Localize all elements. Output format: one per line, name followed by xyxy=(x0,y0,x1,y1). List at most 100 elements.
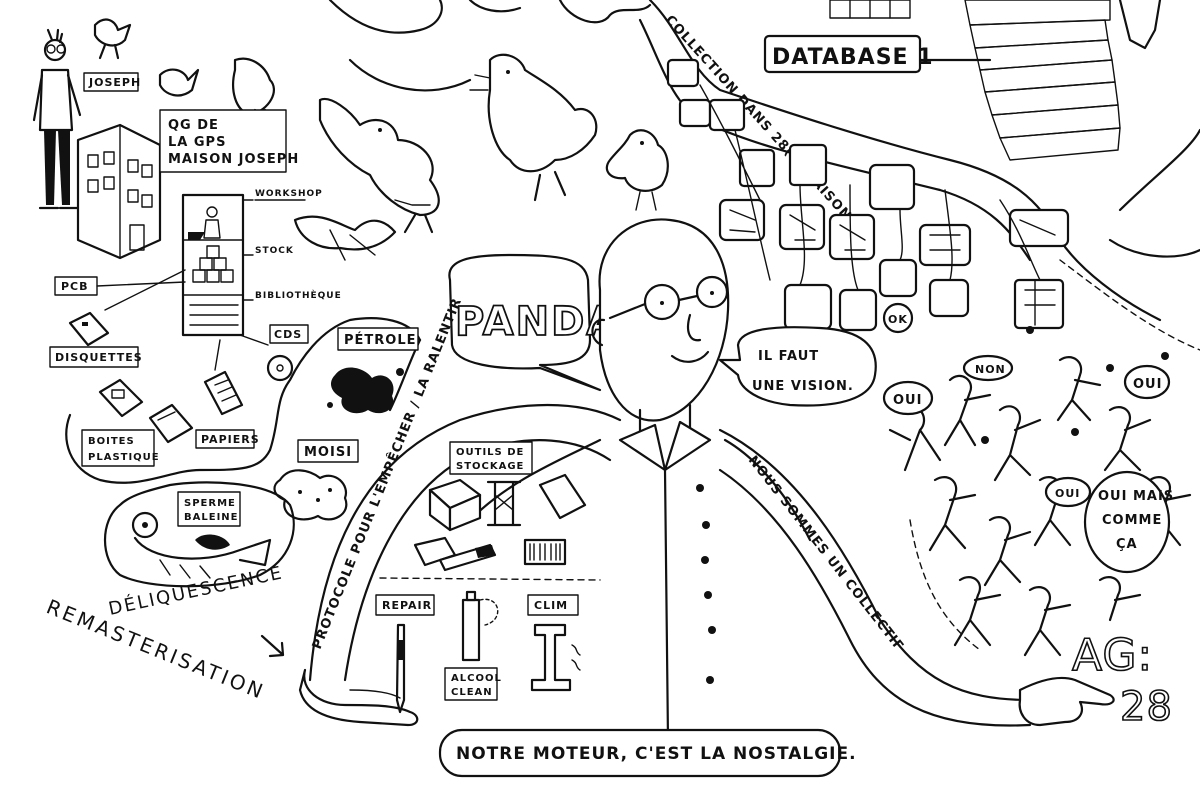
bird-on-head xyxy=(605,129,669,211)
qg-line-1: QG DE xyxy=(168,118,219,133)
clim-unit xyxy=(530,623,581,692)
remasterisation-text: REMASTERISATION xyxy=(43,594,269,704)
boites-item xyxy=(148,403,194,444)
bubble-non: NON xyxy=(962,354,1014,382)
ok-text: OK xyxy=(888,313,908,326)
papiers-label: PAPIERS xyxy=(195,429,260,449)
right-arm-band-inner xyxy=(718,468,1032,727)
fish-creature xyxy=(131,511,272,579)
cds-text: CDS xyxy=(274,328,302,341)
papiers-item xyxy=(203,339,244,416)
building-qg xyxy=(76,123,162,260)
panda-text: PANDA xyxy=(455,299,619,345)
materials-cloud xyxy=(65,317,422,484)
boites-line-2: PLASTIQUE xyxy=(88,452,160,463)
top-edge-scribbles xyxy=(328,0,911,92)
pipette-icon xyxy=(395,623,406,714)
joseph-text: JOSEPH xyxy=(88,76,141,89)
ouimais-line-2: COMME xyxy=(1102,513,1162,528)
warehouse-tower xyxy=(181,193,245,337)
petrole-blob xyxy=(327,367,404,414)
collectif-text: NOUS SOMMES UN COLLECTIF xyxy=(745,453,907,654)
qg-line-2: LA GPS xyxy=(168,135,226,150)
cd-item xyxy=(266,354,294,382)
bubble-oui-3: OUI xyxy=(1044,476,1092,508)
outils-label: OUTILS DE STOCKAGE xyxy=(449,441,533,475)
sperme-line-1: SPERME xyxy=(184,498,236,509)
bubble-oui-mais: OUI MAIS COMME ÇA xyxy=(1083,470,1174,574)
ouimais-line-1: OUI MAIS xyxy=(1098,489,1174,504)
tools-divider xyxy=(379,577,601,581)
oui-3-text: OUI xyxy=(1055,487,1080,500)
moisi-blob xyxy=(273,469,348,521)
bubble-oui-1: OUI xyxy=(882,380,934,416)
panda-bubble: PANDA xyxy=(448,253,619,392)
right-hand xyxy=(1018,676,1115,727)
pcb-item xyxy=(68,311,110,347)
fish-bubble xyxy=(103,481,295,588)
central-man xyxy=(468,218,812,742)
stock-text: STOCK xyxy=(255,246,294,256)
birds-top-left xyxy=(93,18,275,127)
joseph-label: JOSEPH xyxy=(83,72,141,92)
disquettes-label: DISQUETTES xyxy=(49,269,186,368)
workshop-text: WORKSHOP xyxy=(255,189,323,199)
boites-label: BOITES PLASTIQUE xyxy=(81,429,160,467)
oui-1-text: OUI xyxy=(893,393,922,408)
bird-left-center xyxy=(318,97,440,234)
right-arm-band xyxy=(718,428,1032,702)
left-hand xyxy=(298,668,419,727)
vision-bubble: IL FAUT UNE VISION. xyxy=(718,326,877,407)
deliquescence-text: DÉLIQUESCENCE xyxy=(106,561,285,620)
ok-bubble: OK xyxy=(882,302,914,334)
boites-line-1: BOITES xyxy=(88,436,135,447)
alcool-bottle: ALCOOL CLEAN xyxy=(444,590,502,701)
database-label: DATABASE 1 xyxy=(763,34,992,74)
ag-block: AG: 28 xyxy=(1071,629,1173,731)
outils-line-1: OUTILS DE xyxy=(456,447,524,458)
papiers-text: PAPIERS xyxy=(201,433,260,446)
oui-2-text: OUI xyxy=(1133,377,1162,392)
crowd xyxy=(888,259,1200,657)
tower-labels: WORKSHOP STOCK BIBLIOTHÈQUE xyxy=(242,189,341,301)
outils-line-2: STOCKAGE xyxy=(456,461,524,472)
non-text: NON xyxy=(975,363,1006,376)
disquette-item xyxy=(98,378,144,418)
repair-text: REPAIR xyxy=(382,599,432,612)
sperme-label: SPERME BALEINE xyxy=(177,491,241,527)
clim-label: CLIM xyxy=(527,594,579,616)
left-arm-band xyxy=(308,403,622,682)
qg-line-3: MAISON JOSEPH xyxy=(168,152,299,167)
repair-label: REPAIR xyxy=(375,594,435,616)
ag-number: 28 xyxy=(1120,684,1173,730)
disquettes-text: DISQUETTES xyxy=(55,351,143,364)
qg-label: QG DE LA GPS MAISON JOSEPH xyxy=(159,109,299,173)
database-text: DATABASE 1 xyxy=(772,45,934,70)
moisi-text: MOISI xyxy=(304,445,352,460)
vision-line-1: IL FAUT xyxy=(758,349,819,364)
cds-label: CDS xyxy=(239,324,309,346)
vision-line-2: UNE VISION. xyxy=(752,379,854,394)
nostalgie-text: NOTRE MOTEUR, C'EST LA NOSTALGIE. xyxy=(456,744,857,764)
moisi-label: MOISI xyxy=(297,439,359,463)
joseph-figure xyxy=(32,28,82,210)
alcool-line-2: CLEAN xyxy=(451,687,493,698)
houses-cluster xyxy=(666,58,1070,332)
petrole-text: PÉTROLE xyxy=(344,332,417,348)
petrole-label: PÉTROLE xyxy=(337,327,419,351)
clim-text: CLIM xyxy=(534,599,568,612)
pcb-label: PCB xyxy=(54,276,186,296)
alcool-line-1: ALCOOL xyxy=(451,673,502,684)
nostalgie-caption: NOTRE MOTEUR, C'EST LA NOSTALGIE. xyxy=(438,728,857,778)
storage-tools xyxy=(413,473,587,572)
pcb-text: PCB xyxy=(61,280,89,293)
bird-flying-center xyxy=(293,215,397,261)
ouimais-line-3: ÇA xyxy=(1116,537,1138,552)
arrow-icon xyxy=(260,634,285,658)
collection-band xyxy=(648,0,1162,322)
ag-text: AG: xyxy=(1072,630,1153,681)
bubble-oui-2: OUI xyxy=(1123,364,1171,400)
book-stack xyxy=(964,0,1200,258)
